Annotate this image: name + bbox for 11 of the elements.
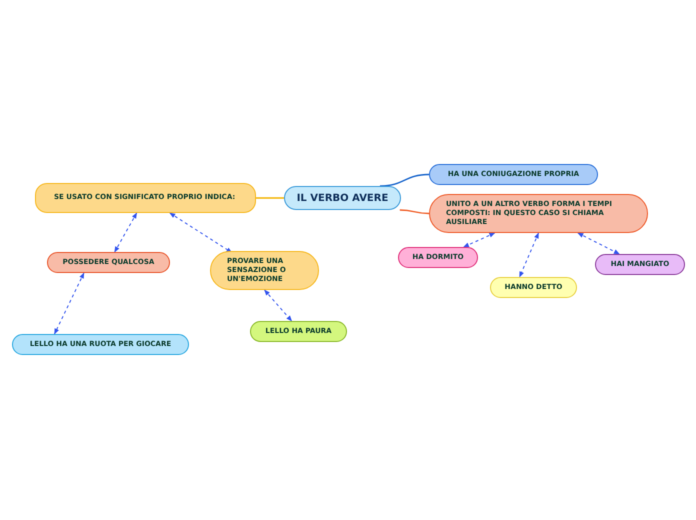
dashed-arrow <box>264 290 292 322</box>
central-topic-box: IL VERBO AVERE <box>284 186 401 210</box>
dashed-arrow <box>577 232 620 254</box>
branch-line <box>400 209 430 214</box>
dashed-arrow <box>54 272 84 335</box>
dashed-arrow <box>114 212 138 253</box>
branch-line <box>256 197 284 199</box>
dashed-arrow <box>169 212 232 254</box>
branch-line <box>380 174 430 187</box>
dashed-arrow <box>463 232 496 248</box>
dashed-arrow <box>519 232 539 278</box>
